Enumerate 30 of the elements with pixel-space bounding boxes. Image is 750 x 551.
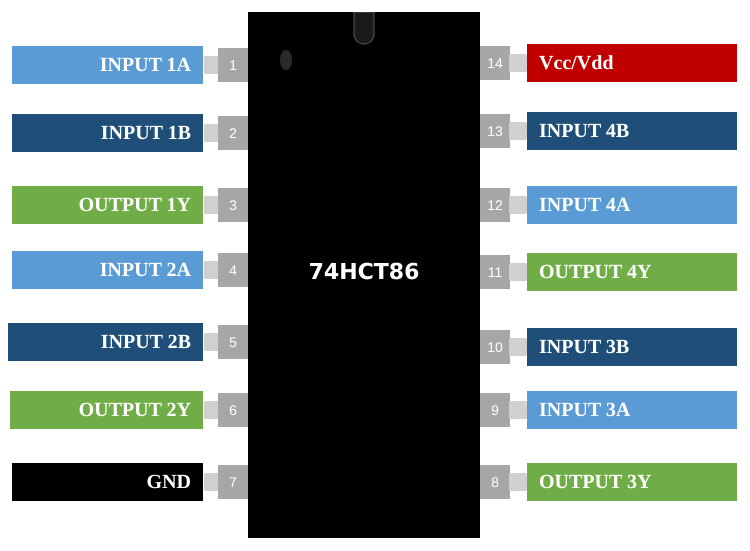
pin-number: 3 [218,188,248,222]
pin-label: INPUT 3A [527,391,737,429]
pin-number: 6 [218,393,248,427]
pin-label: GND [12,463,203,501]
pin-label: INPUT 2A [12,251,203,289]
pin-label: Vcc/Vdd [527,44,737,82]
pin-label: OUTPUT 3Y [527,463,737,501]
pin-label: OUTPUT 2Y [10,391,203,429]
pin-label: INPUT 4A [527,186,737,224]
pin-number: 5 [218,325,248,359]
pin-label: INPUT 3B [527,328,737,366]
pin-label: OUTPUT 4Y [527,253,737,291]
chip-label: 74HCT86 [308,260,420,285]
pin-label: INPUT 2B [8,323,203,361]
chip-body [248,12,480,538]
pin-number: 11 [480,255,510,289]
pin-number: 4 [218,253,248,287]
pin-number: 14 [480,46,510,80]
pin-number: 10 [480,330,510,364]
pin-number: 13 [480,114,510,148]
pin-label: OUTPUT 1Y [12,186,203,224]
pin-number: 1 [218,48,248,82]
pin-number: 9 [480,393,510,427]
pin-label: INPUT 4B [527,112,737,150]
pin-number: 7 [218,465,248,499]
pin-label: INPUT 1B [12,114,203,152]
pin-number: 2 [218,116,248,150]
pin-number: 8 [480,465,510,499]
pin-label: INPUT 1A [12,46,203,84]
pin-number: 12 [480,188,510,222]
